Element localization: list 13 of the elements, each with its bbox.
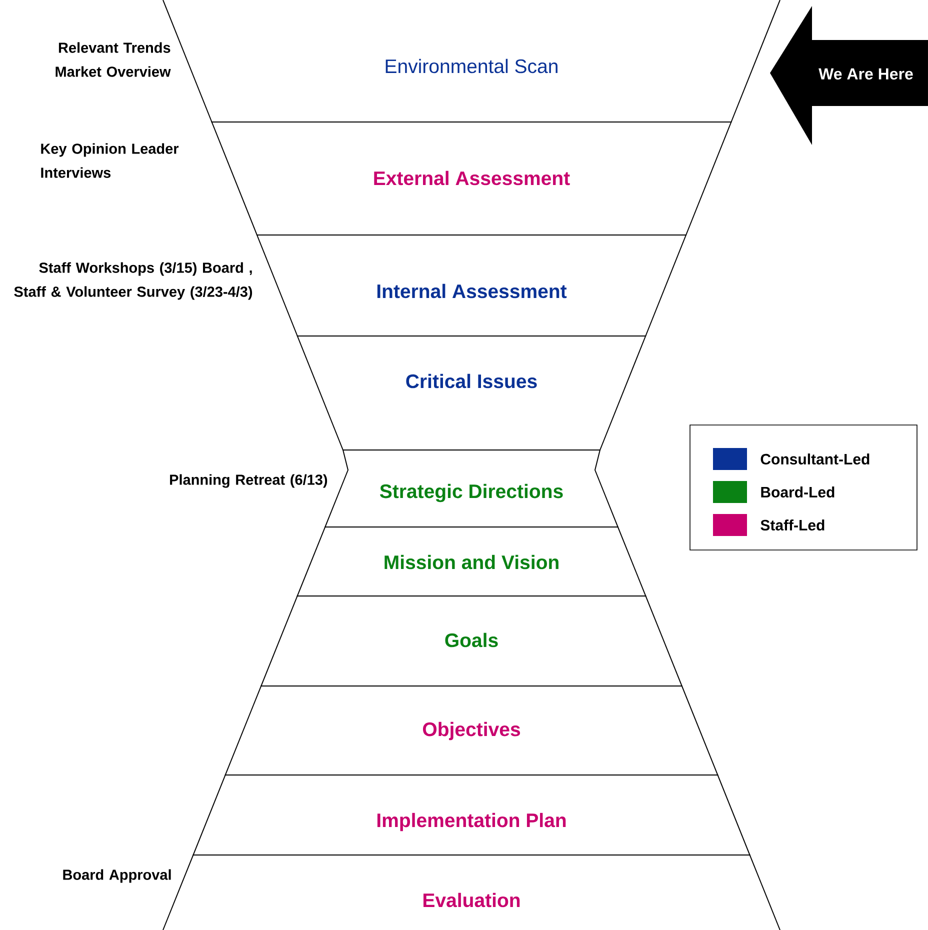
funnel-stage: Goals — [260, 596, 683, 686]
legend-label: Consultant-Led — [760, 454, 870, 464]
funnel-stage: External Assessment — [211, 122, 732, 236]
legend-label: Board-Led — [761, 486, 834, 498]
legend-label: Staff-Led — [760, 520, 824, 530]
side-note: Staff Workshops (3/15) Board , Staff & Volunteer Survey (3/23-4/3) — [14, 262, 252, 300]
funnel-stage: Mission and Vision — [296, 526, 646, 596]
side-note: Board Approval — [63, 869, 171, 883]
funnel-stage: Critical Issues — [296, 336, 646, 450]
side-note: Key Opinion Leader Interviews — [41, 143, 179, 178]
funnel-stage: Implementation Plan — [192, 774, 751, 856]
side-note: Relevant Trends Market Overview — [56, 42, 171, 77]
funnel-stage: Objectives — [224, 686, 718, 776]
